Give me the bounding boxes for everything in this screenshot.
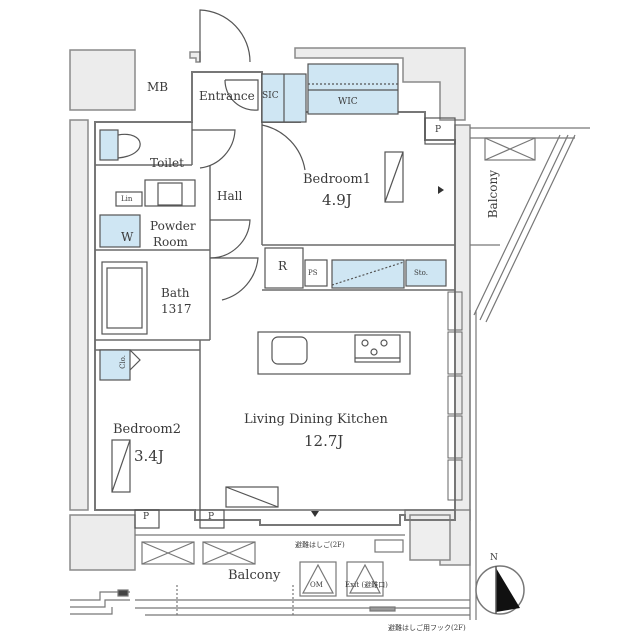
room-label-balcony-east: Balcony (486, 170, 500, 219)
room-label-bath-size: 1317 (161, 302, 192, 316)
room-label-lin: Lin (121, 195, 133, 203)
room-label-ps: PS (308, 269, 318, 277)
room-label-washer: W (121, 230, 134, 244)
room-label-storage: Sto. (414, 269, 428, 277)
compass-north-label: N (490, 553, 498, 563)
room-label-mb: MB (147, 80, 169, 94)
room-label-toilet: Toilet (150, 156, 184, 170)
room-label-bath: Bath (161, 286, 190, 300)
east-balcony (469, 127, 590, 620)
room-label-powder-2: Room (153, 235, 188, 249)
south-balcony (70, 534, 470, 616)
room-label-closet: Clo. (119, 355, 127, 369)
room-label-sic: SIC (262, 91, 279, 101)
pipe-space-label-1: P (435, 125, 442, 135)
room-label-entrance: Entrance (199, 89, 255, 103)
escape-ladder-hook-label: 避難はしご用フック(2F) (388, 624, 466, 632)
room-label-powder-1: Powder (150, 219, 196, 233)
markers (311, 186, 444, 517)
compass-icon (475, 565, 525, 615)
room-label-wic: WIC (338, 97, 358, 107)
room-label-bedroom1: Bedroom1 (303, 172, 372, 187)
pipe-space-label-3: P (208, 512, 215, 522)
room-label-bedroom1-area: 4.9J (322, 191, 352, 209)
closets (99, 63, 447, 381)
escape-ladder-label: 避難はしご(2F) (295, 541, 345, 549)
exit-sign-label: Exit (避難口) (345, 581, 388, 589)
ldk-windows (447, 291, 463, 501)
room-label-balcony-south: Balcony (228, 568, 281, 583)
fixtures (101, 9, 456, 529)
room-label-bedroom2: Bedroom2 (113, 422, 182, 437)
room-label-bedroom2-area: 3.4J (134, 447, 164, 465)
outdoor-unit-label: OM (310, 581, 323, 589)
room-label-hall: Hall (217, 189, 243, 203)
room-label-ldk-area: 12.7J (304, 432, 344, 450)
pipe-space-label-2: P (143, 512, 150, 522)
room-label-ldk: Living Dining Kitchen (244, 412, 388, 427)
room-label-refrigerator: R (278, 259, 288, 273)
